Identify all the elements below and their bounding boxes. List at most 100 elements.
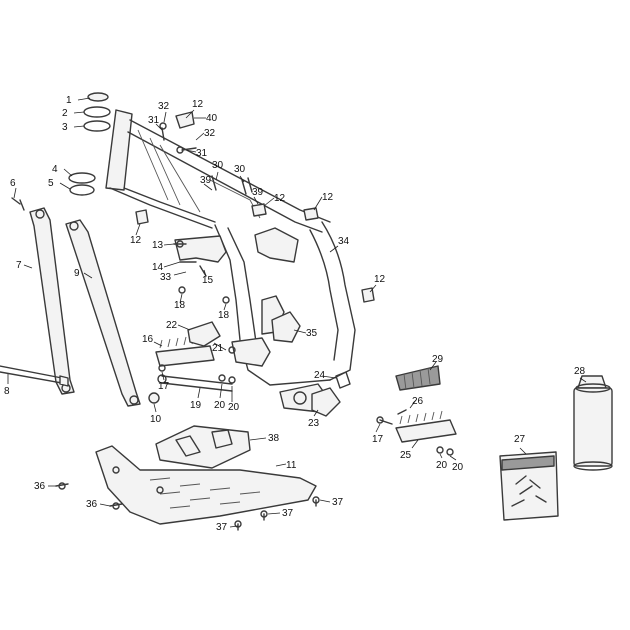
callout-leader — [177, 324, 191, 331]
callout-label: 21 — [212, 343, 224, 354]
callout-label: 39 — [252, 187, 264, 198]
callout-leader — [239, 175, 245, 183]
footpeg-shaft — [157, 374, 233, 392]
callout-leader — [275, 463, 287, 467]
callout-leader — [319, 499, 331, 503]
callout-leaders — [7, 97, 587, 528]
callout-label: 4 — [52, 164, 58, 175]
callout-leader — [293, 329, 307, 334]
callout-leader — [215, 171, 219, 181]
callout-leader — [375, 423, 381, 433]
callout-label: 36 — [86, 499, 98, 510]
callout-leader — [163, 261, 181, 268]
callout-leader — [203, 183, 213, 191]
callout-leader — [249, 437, 267, 441]
callout-label: 36 — [34, 481, 46, 492]
callout-leader — [185, 149, 197, 153]
linkage — [311, 371, 351, 417]
callout-leader — [197, 387, 201, 399]
callout-label: 15 — [202, 275, 214, 286]
callout-leader — [369, 284, 377, 293]
main-frame — [105, 109, 356, 413]
callout-leader — [253, 196, 259, 205]
long-bolt — [0, 365, 69, 387]
callout-leader — [449, 455, 457, 461]
callout-label: 31 — [196, 148, 208, 159]
callout-label: 27 — [514, 434, 526, 445]
callout-label: 8 — [4, 386, 10, 397]
callout-leader — [439, 453, 443, 459]
callout-label: 30 — [234, 164, 246, 175]
callout-leader — [321, 375, 337, 379]
callout-leader — [23, 264, 33, 269]
callout-leader — [195, 132, 205, 141]
callout-label: 20 — [228, 402, 240, 413]
callout-label: 38 — [268, 433, 280, 444]
callout-leader — [203, 269, 207, 277]
callout-label: 37 — [216, 522, 228, 533]
footpeg-left — [155, 334, 215, 367]
callout-label: 23 — [308, 418, 320, 429]
callout-leader — [329, 245, 339, 253]
callout-leader — [219, 383, 223, 399]
callout-leader — [135, 223, 141, 236]
callout-label: 40 — [206, 113, 218, 124]
brackets — [187, 311, 301, 347]
callout-label: 33 — [160, 272, 172, 283]
callout-leader — [223, 303, 227, 311]
callout-leader — [153, 341, 163, 347]
callout-leader — [73, 111, 85, 114]
callout-label: 32 — [204, 128, 216, 139]
callout-leader — [185, 109, 195, 119]
callout-leader — [77, 97, 91, 101]
callout-label: 12 — [192, 99, 204, 110]
callout-label: 18 — [218, 310, 230, 321]
callout-leader — [213, 342, 227, 351]
callout-label: 5 — [48, 178, 54, 189]
callout-label: 35 — [306, 328, 318, 339]
callout-leader — [163, 243, 175, 246]
callout-leader — [313, 409, 319, 417]
callout-label: 3 — [62, 122, 68, 133]
callout-leader — [409, 399, 417, 409]
callout-label: 28 — [574, 366, 586, 377]
callout-leader — [13, 187, 17, 199]
steering-bearings — [68, 92, 111, 196]
callout-label: 9 — [74, 268, 80, 279]
callout-label: 16 — [142, 334, 154, 345]
callout-leader — [263, 197, 275, 207]
callout-leader — [579, 377, 587, 383]
skid-plate — [95, 445, 317, 525]
callout-label: 14 — [152, 262, 164, 273]
hardware-kit — [499, 451, 559, 521]
callout-leader — [161, 371, 165, 381]
callout-label: 20 — [436, 460, 448, 471]
callout-label: 6 — [10, 178, 16, 189]
callout-label: 19 — [190, 400, 202, 411]
callout-label: 39 — [200, 175, 212, 186]
callout-leader — [153, 403, 157, 413]
callout-leader — [179, 293, 183, 304]
fasteners — [11, 111, 454, 531]
callout-label: 31 — [148, 115, 160, 126]
callout-label: 20 — [214, 400, 226, 411]
callout-leader — [173, 271, 187, 276]
spray-can — [573, 375, 613, 471]
callout-label: 32 — [158, 101, 170, 112]
callout-label: 13 — [152, 240, 164, 251]
callout-label: 26 — [412, 396, 424, 407]
callout-leader — [99, 503, 111, 507]
callout-label: 2 — [62, 108, 68, 119]
callout-leader — [155, 123, 163, 131]
callout-leader — [519, 447, 527, 455]
callout-label: 34 — [338, 236, 350, 247]
skid-pad — [155, 425, 251, 469]
callout-label: 12 — [374, 274, 386, 285]
callout-leader — [313, 196, 323, 211]
callout-label: 29 — [432, 354, 444, 365]
callout-label: 20 — [452, 462, 464, 473]
callout-leader — [267, 512, 281, 515]
callout-label: 17 — [158, 381, 170, 392]
callout-label: 25 — [400, 450, 412, 461]
